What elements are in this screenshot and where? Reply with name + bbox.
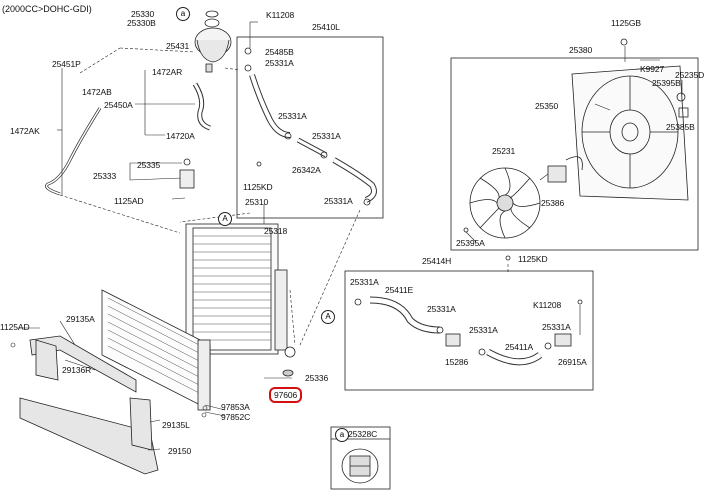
- part-label[interactable]: 25331A: [324, 196, 353, 206]
- lower-hose-group-box: [344, 270, 594, 391]
- part-label[interactable]: 25331A: [312, 131, 341, 141]
- part-label[interactable]: 97853A: [221, 402, 250, 412]
- part-label-highlighted[interactable]: 97606: [268, 387, 303, 403]
- fan-group-box: [450, 57, 699, 251]
- part-label[interactable]: 25331A: [278, 111, 307, 121]
- part-label[interactable]: 1125KD: [518, 254, 548, 264]
- part-label[interactable]: K11208: [266, 10, 295, 20]
- radiator: [185, 223, 296, 377]
- part-label[interactable]: 26342A: [292, 165, 321, 175]
- part-label[interactable]: 25331A: [350, 277, 379, 287]
- part-label[interactable]: 25318: [264, 226, 288, 236]
- part-label[interactable]: 25328C: [348, 429, 378, 439]
- part-label[interactable]: 1472AR: [152, 67, 183, 77]
- part-label[interactable]: 1125GB: [611, 18, 641, 28]
- reservoir-tank: [194, 10, 232, 73]
- engine-variant-header: (2000CC>DOHC-GDI): [2, 4, 92, 14]
- part-label[interactable]: 29135A: [66, 314, 95, 324]
- part-label[interactable]: 25485B: [265, 47, 294, 57]
- part-label[interactable]: 25231: [492, 146, 516, 156]
- part-label[interactable]: 29135L: [162, 420, 190, 430]
- part-label[interactable]: 25333: [93, 171, 117, 181]
- part-label[interactable]: 25310: [245, 197, 269, 207]
- part-label[interactable]: 25451P: [52, 59, 81, 69]
- part-label[interactable]: 25331A: [542, 322, 571, 332]
- fan-assembly: [463, 38, 689, 239]
- part-label[interactable]: 25235D: [675, 70, 705, 80]
- part-label[interactable]: 25336: [305, 373, 329, 383]
- part-label[interactable]: 25380: [569, 45, 593, 55]
- part-label[interactable]: 25350: [535, 101, 559, 111]
- part-label[interactable]: 1125AD: [114, 196, 144, 206]
- part-label[interactable]: 29136R: [62, 365, 92, 375]
- hose-group-box: [236, 36, 384, 219]
- part-label[interactable]: 29150: [168, 446, 192, 456]
- part-label[interactable]: 1125KD: [243, 182, 273, 192]
- part-label[interactable]: 1472AK: [10, 126, 40, 136]
- part-label[interactable]: 25330B: [127, 18, 156, 28]
- part-label[interactable]: 25331A: [427, 304, 456, 314]
- condenser: [101, 289, 211, 411]
- part-label[interactable]: 14720A: [166, 131, 195, 141]
- part-label[interactable]: 97852C: [221, 412, 251, 422]
- air-guards: [19, 335, 159, 475]
- legend-icon: [341, 448, 379, 484]
- reference-marker: A: [218, 212, 232, 226]
- part-label[interactable]: 25395B: [652, 78, 681, 88]
- part-label[interactable]: 25431: [166, 41, 190, 51]
- part-label[interactable]: K9927: [640, 64, 665, 74]
- part-label[interactable]: 26915A: [558, 357, 587, 367]
- part-label[interactable]: 25386: [541, 198, 565, 208]
- part-label[interactable]: 25331A: [469, 325, 498, 335]
- part-label[interactable]: 25331A: [265, 58, 294, 68]
- part-label[interactable]: K11208: [533, 300, 562, 310]
- part-label[interactable]: 25410L: [312, 22, 340, 32]
- part-label[interactable]: 25335: [137, 160, 161, 170]
- part-label[interactable]: 25414H: [422, 256, 452, 266]
- part-label[interactable]: 25411A: [505, 342, 534, 352]
- part-label[interactable]: 25395A: [456, 238, 485, 248]
- part-label[interactable]: 25450A: [104, 100, 133, 110]
- part-label[interactable]: 25411E: [385, 285, 414, 295]
- reference-marker: A: [321, 310, 335, 324]
- legend-marker: a: [335, 428, 349, 442]
- part-label[interactable]: 15286: [445, 357, 469, 367]
- legend-box: [330, 426, 391, 490]
- part-label[interactable]: 25385B: [666, 122, 695, 132]
- part-label[interactable]: 25330: [131, 9, 155, 19]
- part-label[interactable]: 1125AD: [0, 322, 30, 332]
- part-label[interactable]: 1472AB: [82, 87, 112, 97]
- legend-marker: a: [176, 7, 190, 21]
